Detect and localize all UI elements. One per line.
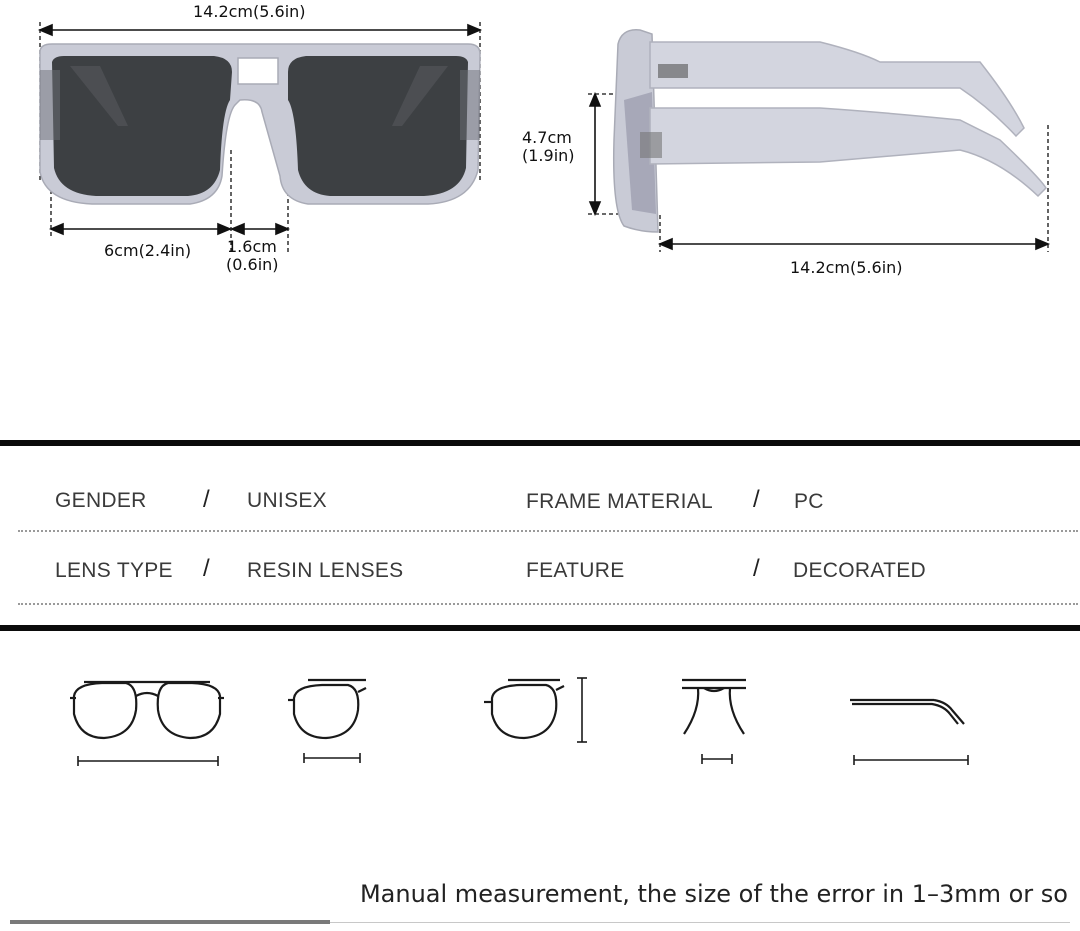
feature-value: DECORATED xyxy=(793,559,926,582)
front-width-label: 14.2cm(5.6in) xyxy=(193,2,306,21)
bridge-width-label-in: (0.6in) xyxy=(226,255,279,274)
side-view-photo xyxy=(588,29,1051,252)
frame-width-icon xyxy=(70,680,224,766)
lens-type-label: LENS TYPE xyxy=(55,559,173,582)
footer-rule xyxy=(330,922,1070,923)
frame-material-label: FRAME MATERIAL xyxy=(526,490,713,513)
lens-width-label: 6cm(2.4in) xyxy=(104,241,192,260)
front-view-photo xyxy=(37,22,483,252)
lens-height-label-in: (1.9in) xyxy=(522,146,575,165)
measurement-note: Manual measurement, the size of the erro… xyxy=(359,880,1068,908)
frame-material-separator: / xyxy=(753,486,760,513)
temple-length-icon xyxy=(850,698,969,765)
gender-separator: / xyxy=(203,486,210,513)
spec-bottom-rule xyxy=(0,625,1080,631)
feature-label: FEATURE xyxy=(526,559,625,582)
feature-separator: / xyxy=(753,555,760,582)
side-frame xyxy=(612,29,1047,233)
bridge-width-label-cm: 1.6cm xyxy=(227,237,277,256)
frame-material-value: PC xyxy=(794,490,824,513)
spec-row-divider xyxy=(18,530,1078,532)
lens-type-separator: / xyxy=(203,555,210,582)
gender-value: UNISEX xyxy=(247,489,327,512)
lens-width-icon xyxy=(288,678,367,763)
footer-accent-bar xyxy=(10,920,330,924)
temple-length-label: 14.2cm(5.6in) xyxy=(790,258,903,277)
lens-type-value: RESIN LENSES xyxy=(247,559,404,582)
lens-height-icon xyxy=(484,677,587,743)
lens-height-label-cm: 4.7cm xyxy=(522,128,572,147)
front-frame xyxy=(39,43,481,205)
bridge-width-icon xyxy=(682,678,746,764)
spec-top-rule xyxy=(0,440,1080,446)
spec-bottom-divider xyxy=(18,603,1078,605)
gender-label: GENDER xyxy=(55,489,147,512)
